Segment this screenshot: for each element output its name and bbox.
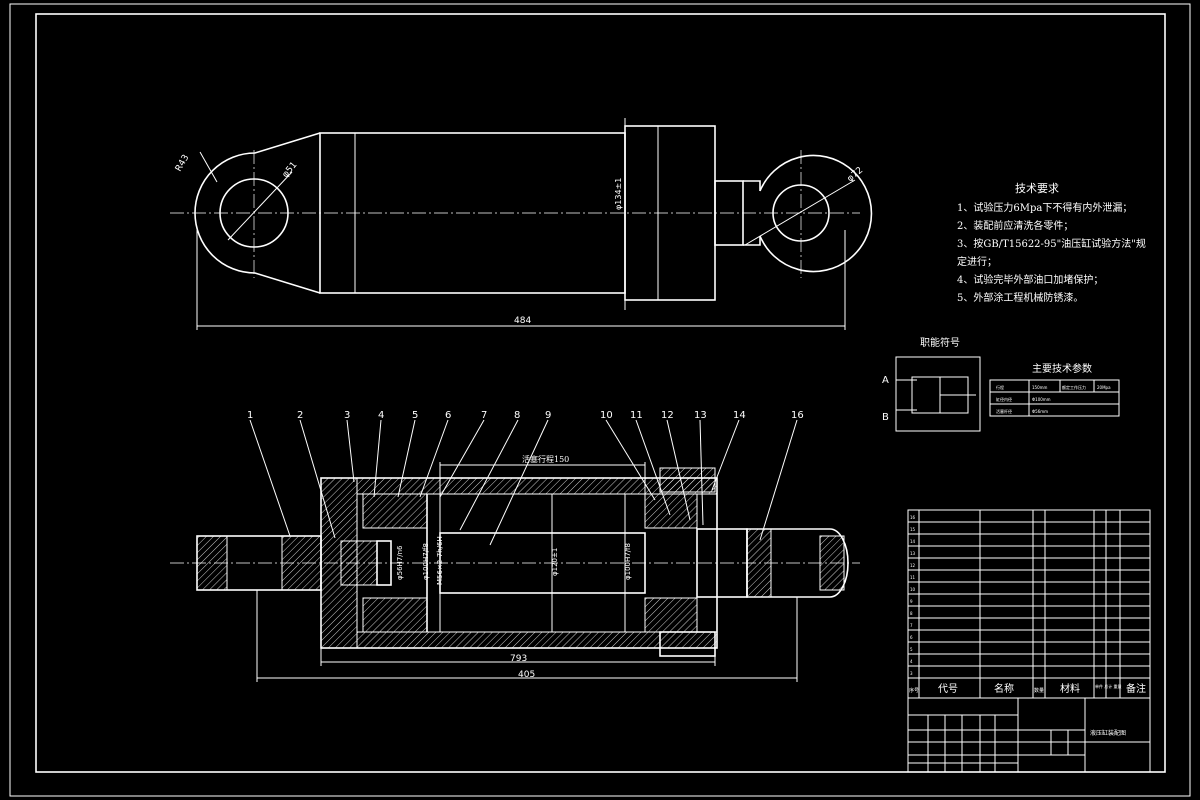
param-cell: 额定工作压力 bbox=[1062, 384, 1086, 390]
params-table bbox=[989, 379, 1120, 417]
stroke-label: 活塞行程150 bbox=[522, 454, 569, 464]
dim-d134: φ134±1 bbox=[614, 178, 623, 210]
param-cell: 活塞杆径 bbox=[996, 408, 1012, 414]
bom-seq: 12 bbox=[910, 563, 916, 568]
bom-seq: 8 bbox=[910, 611, 913, 616]
bom-header-code: 代号 bbox=[938, 683, 958, 695]
bom-header-qty: 数量 bbox=[1034, 687, 1044, 694]
outer-frame bbox=[9, 3, 1191, 797]
bom-row-numbers: 16 15 14 13 12 11 10 9 8 7 6 5 4 3 bbox=[910, 515, 916, 676]
bom-header-weight: 单件 总计 重量 bbox=[1095, 683, 1122, 689]
param-cell: 行程 bbox=[996, 384, 1004, 390]
param-cell: Φ56mm bbox=[1032, 409, 1048, 414]
bom-seq: 11 bbox=[910, 575, 916, 580]
param-cell: 缸径内径 bbox=[996, 396, 1012, 402]
dim-d100b: φ100H7/f8 bbox=[624, 543, 632, 580]
tech-req-item: 1、试验压力6Mpa下不得有内外泄漏； bbox=[957, 201, 1132, 214]
part-number-labels: 1 2 3 4 5 6 7 8 9 10 11 12 13 14 16 bbox=[247, 410, 804, 421]
section-view bbox=[170, 419, 860, 682]
tech-req-item: 4、试验完毕外部油口加堵保护； bbox=[957, 273, 1103, 286]
params-title: 主要技术参数 bbox=[1032, 362, 1092, 375]
part-number: 13 bbox=[694, 410, 707, 421]
bom-table bbox=[907, 509, 1151, 699]
part-number: 6 bbox=[445, 410, 451, 421]
tech-req-item: 5、外部涂工程机械防锈漆。 bbox=[957, 291, 1083, 304]
bom-seq: 5 bbox=[910, 647, 913, 652]
bom-seq: 16 bbox=[910, 515, 916, 520]
part-number: 14 bbox=[733, 410, 746, 421]
tech-req-item: 定进行； bbox=[957, 255, 997, 268]
bom-header-seq: 序号 bbox=[909, 687, 919, 694]
title-block bbox=[907, 697, 1151, 773]
bom-seq: 4 bbox=[910, 659, 913, 664]
tech-req-item: 2、装配前应清洗各零件； bbox=[957, 219, 1073, 232]
bom-seq: 9 bbox=[910, 599, 913, 604]
param-cell: Φ100mm bbox=[1032, 397, 1051, 402]
bom-seq: 10 bbox=[910, 587, 916, 592]
bom-header-note: 备注 bbox=[1126, 682, 1146, 695]
dim-d56: φ56H7/n6 bbox=[396, 545, 404, 580]
part-number: 9 bbox=[545, 410, 551, 421]
tech-req-item: 3、按GB/T15622-95"油压缸试验方法"规 bbox=[957, 237, 1146, 250]
bom-header-name: 名称 bbox=[994, 682, 1014, 695]
bom-seq: 7 bbox=[910, 623, 913, 628]
dim-d51: φ51 bbox=[281, 160, 300, 180]
bom-header-material: 材料 bbox=[1060, 682, 1080, 695]
bom-seq: 13 bbox=[910, 551, 916, 556]
part-number: 12 bbox=[661, 410, 674, 421]
drawing-name: 液压缸装配图 bbox=[1090, 729, 1126, 737]
port-a-label: A bbox=[882, 375, 889, 386]
part-number: 11 bbox=[630, 410, 643, 421]
dim-d120: φ120±1 bbox=[551, 548, 559, 576]
top-view bbox=[170, 118, 873, 330]
dim-length-484: 484 bbox=[514, 316, 531, 326]
dim-thread: M56×2-7h/6H bbox=[436, 536, 444, 585]
bom-seq: 3 bbox=[910, 671, 913, 676]
part-number: 8 bbox=[514, 410, 520, 421]
part-number: 1 bbox=[247, 410, 253, 421]
bom-seq: 15 bbox=[910, 527, 916, 532]
dim-d100: φ100H7/f8 bbox=[422, 543, 430, 580]
bom-seq: 14 bbox=[910, 539, 916, 544]
part-number: 16 bbox=[791, 410, 804, 421]
bom-seq: 6 bbox=[910, 635, 913, 640]
param-cell: 20Mpa bbox=[1097, 385, 1111, 390]
part-number: 10 bbox=[600, 410, 613, 421]
dim-793: 793 bbox=[510, 654, 527, 664]
hydraulic-symbol bbox=[895, 356, 981, 432]
port-b-label: B bbox=[882, 412, 889, 423]
part-number: 2 bbox=[297, 410, 303, 421]
dim-405: 405 bbox=[518, 670, 535, 680]
part-number: 5 bbox=[412, 410, 418, 421]
part-number: 3 bbox=[344, 410, 350, 421]
param-cell: 150mm bbox=[1032, 385, 1048, 390]
symbol-title: 职能符号 bbox=[920, 336, 960, 349]
dim-r43: R43 bbox=[174, 153, 192, 173]
part-number: 4 bbox=[378, 410, 384, 421]
tech-req-title: 技术要求 bbox=[1015, 182, 1059, 195]
part-number: 7 bbox=[481, 410, 487, 421]
